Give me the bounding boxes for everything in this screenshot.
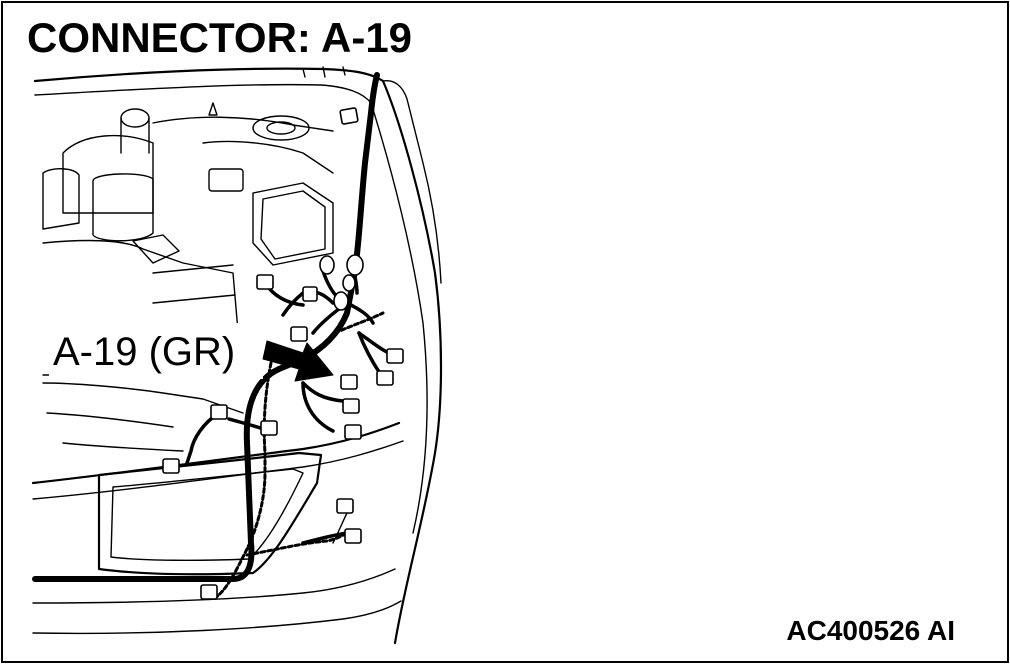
callout-arrow — [262, 340, 334, 382]
connector — [200, 584, 218, 600]
connector — [260, 420, 278, 436]
engine-bay-drawing: A-19 (GR) — [31, 66, 443, 645]
connector — [290, 326, 308, 342]
connector — [210, 404, 228, 420]
connector — [339, 107, 359, 125]
connector — [386, 348, 404, 364]
connector — [162, 458, 180, 474]
figure-id: AC400526 AI — [786, 615, 955, 646]
connector — [302, 286, 318, 302]
connector — [376, 370, 394, 386]
connector — [256, 274, 274, 290]
connector — [344, 528, 362, 544]
connector — [342, 274, 356, 292]
connector — [340, 374, 358, 390]
connector — [319, 255, 335, 275]
connector — [336, 498, 354, 514]
callout-label-background — [49, 323, 263, 379]
callout-label: A-19 (GR) — [53, 330, 235, 374]
connectors — [162, 107, 404, 600]
connector — [342, 398, 360, 414]
headlight — [97, 451, 323, 576]
diagram-title: CONNECTOR: A-19 — [27, 14, 413, 61]
engine-components — [42, 66, 346, 452]
connector — [333, 291, 349, 311]
connector — [344, 424, 362, 440]
connector — [346, 254, 364, 276]
